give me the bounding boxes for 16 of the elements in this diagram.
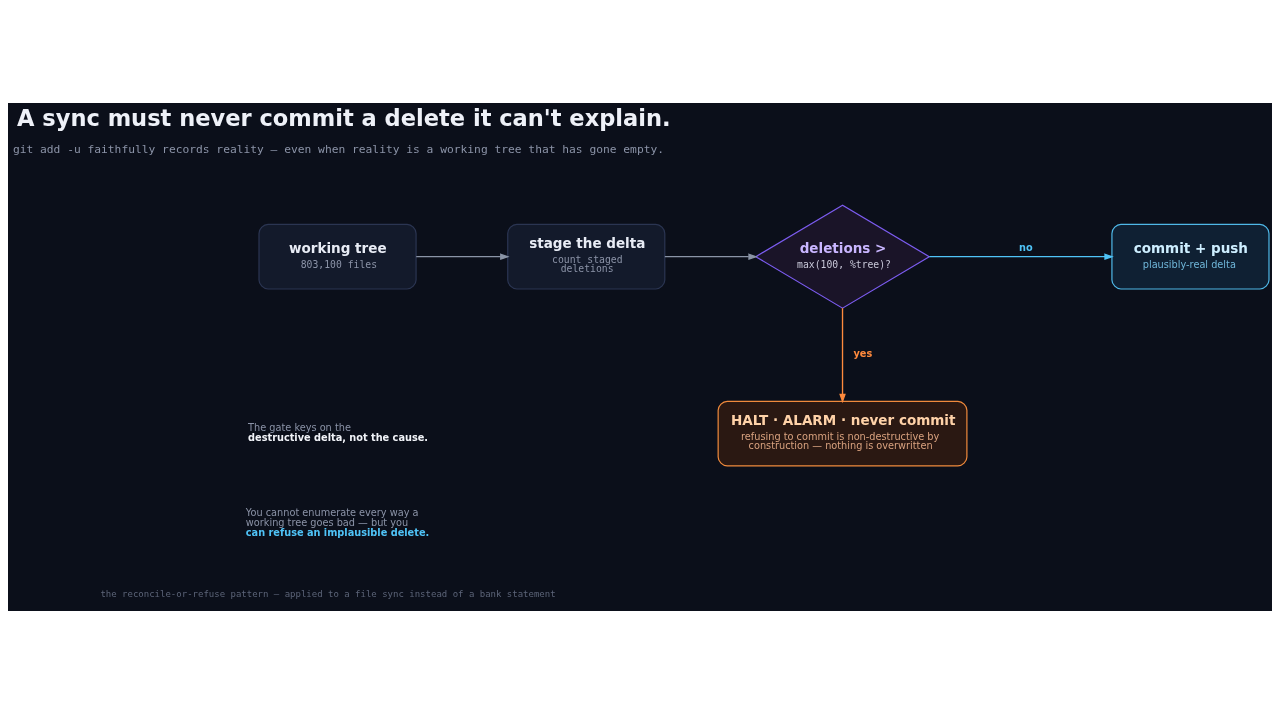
node-diamond: deletions > max(100, %tree)?: [754, 204, 931, 309]
arrow: [664, 253, 758, 260]
arrow: [839, 307, 846, 404]
node-box: working tree 803,100 files: [258, 223, 417, 290]
arrow: [928, 253, 1114, 260]
edge-label: yes: [853, 347, 873, 359]
arrow: [415, 253, 510, 260]
node-box: stage the delta count staged deletions: [507, 223, 666, 290]
edge-label: no: [1019, 241, 1033, 253]
node-box: HALT · ALARM · never commit refusing to commit is non-destructive by construction — nothing is overwritten: [717, 400, 968, 467]
label: The gate keys on the destructive delta, not the cause.: [248, 421, 429, 443]
label: git add -u faithfully records reality — even when reality is a working tree that has gone empty.: [12, 143, 665, 157]
node-box: commit + push plausibly-real delta: [1111, 223, 1270, 290]
diagram-title: A sync must never commit a delete it can't explain.: [17, 105, 671, 132]
caption: the reconcile-or-refuse pattern — applied to a file sync instead of a bank statement: [100, 588, 556, 599]
label: You cannot enumerate every way a working tree goes bad — but you can refuse an implausible delete.: [245, 507, 430, 538]
